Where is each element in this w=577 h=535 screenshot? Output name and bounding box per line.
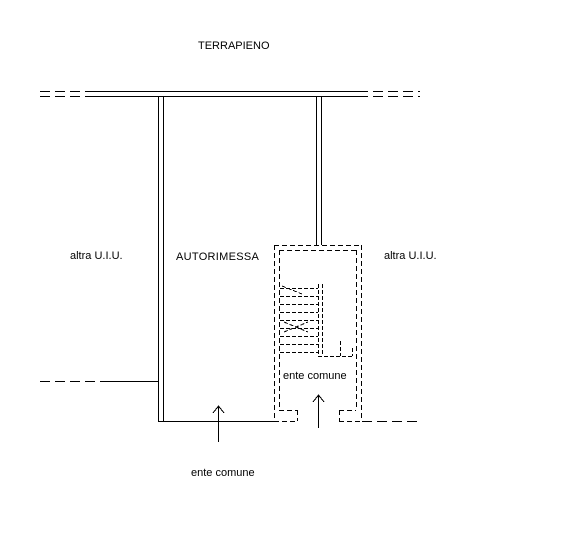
left-wall: [158, 96, 164, 422]
label-altra-uiu-right: altra U.I.U.: [384, 250, 437, 262]
label-terrapieno: TERRAPIENO: [198, 40, 270, 52]
communal-area-outline: [274, 245, 362, 422]
label-ente-comune-inner: ente comune: [283, 370, 347, 382]
label-altra-uiu-left: altra U.I.U.: [70, 250, 123, 262]
arrow-up-icon-garage: [212, 405, 225, 442]
staircase: [280, 284, 353, 357]
arrow-up-icon-communal: [312, 394, 325, 428]
top-wall: [40, 91, 420, 97]
right-wall: [316, 96, 322, 245]
label-autorimessa: AUTORIMESSA: [176, 251, 260, 263]
label-ente-comune-outer: ente comune: [191, 467, 255, 479]
